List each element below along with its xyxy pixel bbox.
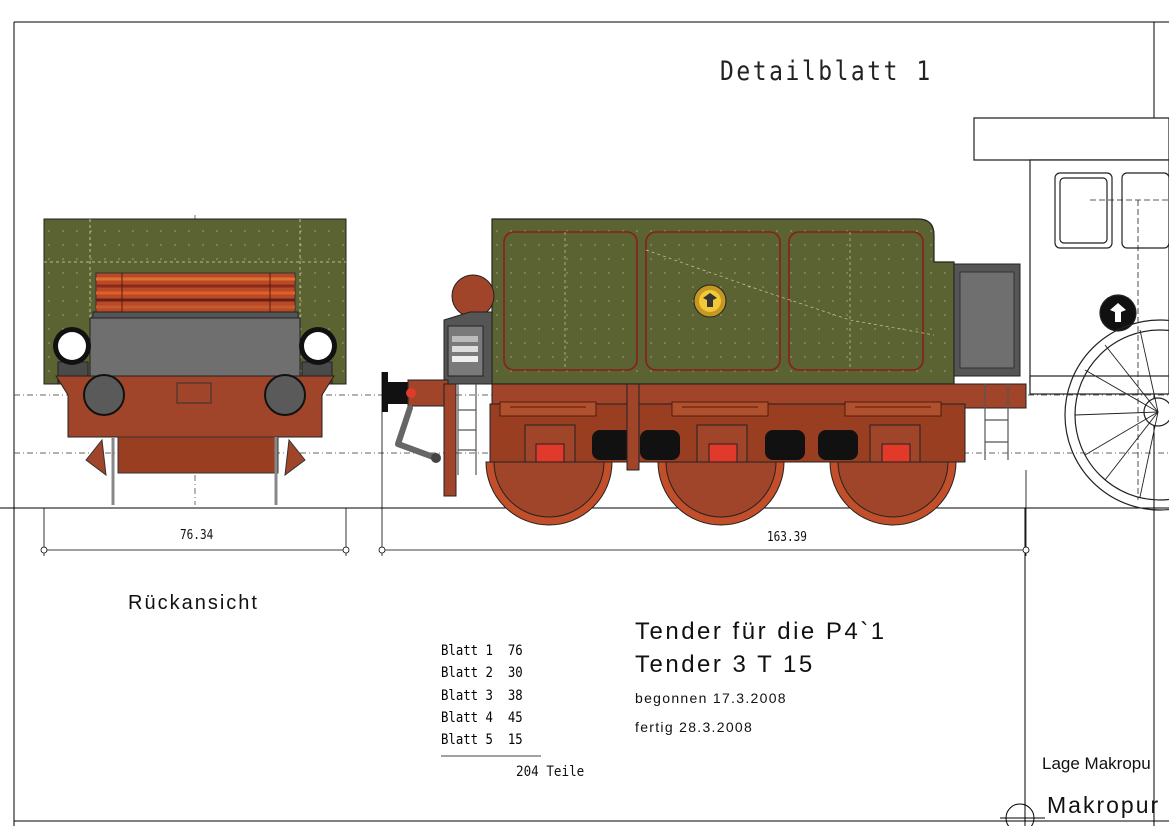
rear-view-drawing bbox=[43, 218, 347, 505]
parts-sheet: Blatt 2 bbox=[441, 665, 493, 682]
parts-count: 15 bbox=[507, 732, 523, 749]
parts-sheet: Blatt 5 bbox=[441, 732, 493, 749]
finished-date: fertig 28.3.2008 bbox=[635, 719, 754, 735]
parts-count: 45 bbox=[507, 709, 523, 726]
parts-sheet: Blatt 3 bbox=[441, 687, 493, 704]
lage-makropunkt-label: Lage Makropu bbox=[1042, 754, 1151, 773]
makropunkt-label: Makropur bbox=[1047, 792, 1161, 818]
parts-row: Blatt 5 15 bbox=[441, 729, 523, 751]
dimension-lines bbox=[40, 372, 1030, 757]
title-line1: Tender für die P4`1 bbox=[635, 618, 887, 645]
locomotive-outline-drawing bbox=[973, 117, 1169, 511]
parts-row: Blatt 4 45 bbox=[441, 707, 523, 729]
parts-count: 38 bbox=[507, 687, 523, 704]
dimension-tender-length: 163.39 bbox=[767, 530, 807, 545]
parts-sheet: Blatt 1 bbox=[441, 643, 493, 659]
dimension-rear-width: 76.34 bbox=[180, 528, 214, 543]
title-line2: Tender 3 T 15 bbox=[635, 651, 815, 678]
parts-row: Blatt 2 30 bbox=[441, 662, 523, 684]
parts-row: Blatt 1 76 bbox=[441, 640, 523, 662]
parts-row: Blatt 3 38 bbox=[441, 685, 523, 707]
parts-count: 76 bbox=[507, 643, 523, 659]
parts-count: 30 bbox=[507, 665, 523, 682]
sheet-title: Detailblatt 1 bbox=[720, 56, 933, 87]
makropunkt-marker bbox=[1000, 803, 1045, 826]
parts-sheet: Blatt 4 bbox=[441, 709, 493, 726]
tender-side-view-drawing bbox=[382, 218, 1027, 526]
rear-view-label: Rückansicht bbox=[128, 592, 259, 614]
parts-total: 204 Teile bbox=[516, 764, 585, 780]
started-date: begonnen 17.3.2008 bbox=[635, 690, 787, 706]
